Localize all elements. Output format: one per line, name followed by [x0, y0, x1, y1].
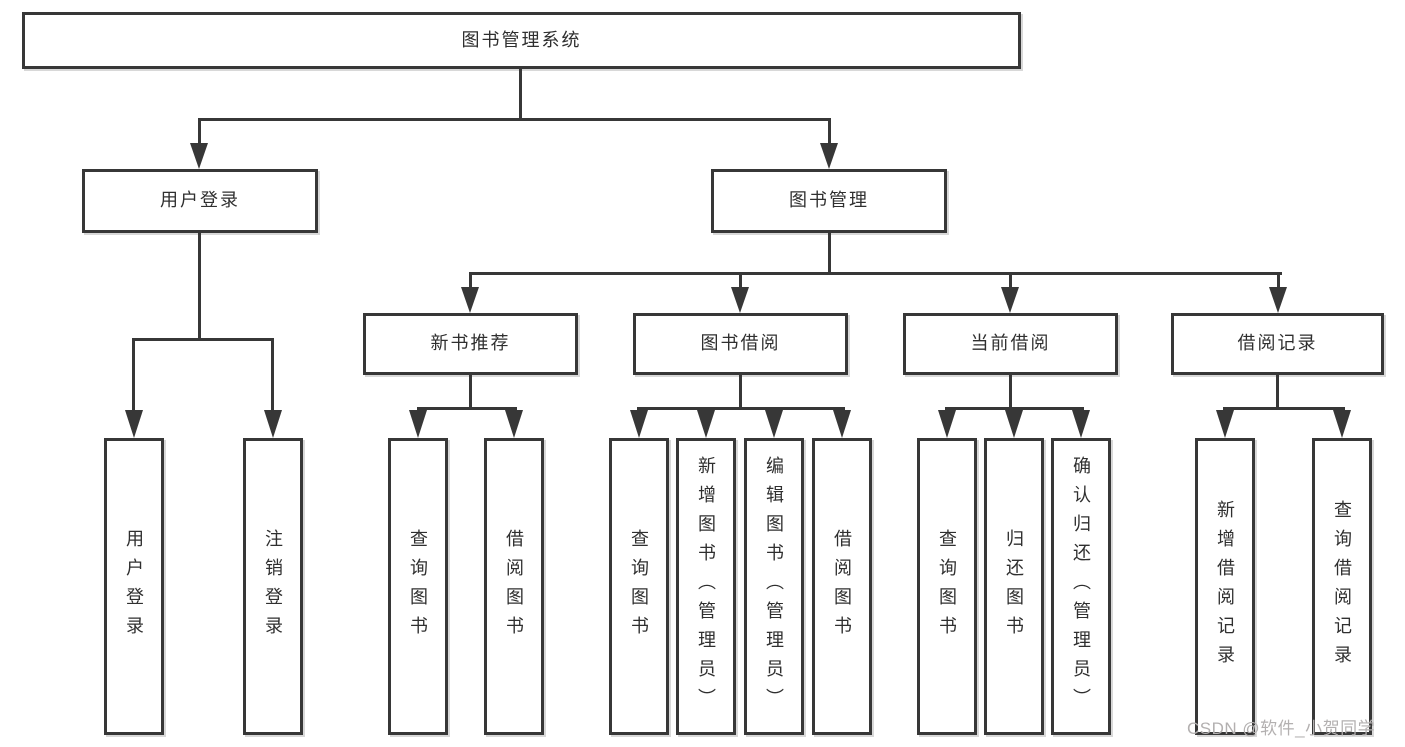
connector-trunk — [739, 375, 742, 410]
node-user-login: 用户登录 — [82, 169, 318, 233]
node-borrow-books-1: 借阅图书 — [484, 438, 544, 735]
node-new-book-recommendation: 新书推荐 — [363, 313, 578, 375]
arrowhead-down-icon — [820, 143, 838, 169]
arrowhead-down-icon — [697, 410, 715, 438]
node-label: 图书借阅 — [700, 333, 781, 354]
connector-split — [417, 407, 517, 410]
connector-drop — [1277, 272, 1280, 290]
node-label: 查询借阅记录 — [1332, 499, 1352, 674]
arrowhead-down-icon — [505, 410, 523, 438]
node-label: 查询图书 — [629, 528, 649, 645]
node-library-management-system: 图书管理系统 — [22, 12, 1021, 69]
arrowhead-down-icon — [1269, 287, 1287, 313]
connector-book-management-split — [469, 272, 1282, 275]
connector-drop — [1009, 272, 1012, 290]
arrowhead-down-icon — [461, 287, 479, 313]
connector-drop — [739, 272, 742, 290]
arrowhead-down-icon — [1001, 287, 1019, 313]
node-user-login-leaf: 用户登录 — [104, 438, 164, 735]
node-add-book-admin: 新增图书（管理员） — [676, 438, 736, 735]
arrowhead-down-icon — [409, 410, 427, 438]
node-label: 用户登录 — [160, 190, 240, 211]
node-label: 编辑图书（管理员） — [764, 456, 784, 717]
arrowhead-down-icon — [1333, 410, 1351, 438]
arrowhead-down-icon — [190, 143, 208, 169]
node-add-borrow-record: 新增借阅记录 — [1195, 438, 1255, 735]
node-borrowing-records: 借阅记录 — [1171, 313, 1384, 375]
connector-drop — [198, 118, 201, 146]
connector-drop — [132, 338, 135, 412]
node-return-book: 归还图书 — [984, 438, 1044, 735]
connector-trunk — [469, 375, 472, 410]
arrowhead-down-icon — [630, 410, 648, 438]
node-query-books-1: 查询图书 — [388, 438, 448, 735]
connector-trunk — [1276, 375, 1279, 410]
node-logout: 注销登录 — [243, 438, 303, 735]
watermark-text: CSDN @软件_小贺同学 — [1187, 719, 1376, 738]
node-edit-book-admin: 编辑图书（管理员） — [744, 438, 804, 735]
node-query-books-2: 查询图书 — [609, 438, 669, 735]
arrowhead-down-icon — [264, 410, 282, 438]
node-label: 注销登录 — [263, 528, 283, 645]
arrowhead-down-icon — [938, 410, 956, 438]
arrowhead-down-icon — [1072, 410, 1090, 438]
node-label: 新增图书（管理员） — [696, 456, 716, 717]
node-query-books-3: 查询图书 — [917, 438, 977, 735]
node-label: 借阅图书 — [504, 528, 524, 645]
connector-split — [637, 407, 845, 410]
arrowhead-down-icon — [1005, 410, 1023, 438]
connector-root-split — [198, 118, 831, 121]
node-label: 新增借阅记录 — [1215, 499, 1235, 674]
node-label: 当前借阅 — [970, 333, 1051, 354]
node-current-borrowing: 当前借阅 — [903, 313, 1118, 375]
node-label: 用户登录 — [124, 528, 144, 645]
connector-split — [1223, 407, 1345, 410]
arrowhead-down-icon — [833, 410, 851, 438]
connector-book-management-trunk — [828, 233, 831, 275]
node-borrow-books-2: 借阅图书 — [812, 438, 872, 735]
connector-drop — [469, 272, 472, 290]
arrowhead-down-icon — [731, 287, 749, 313]
node-label: 新书推荐 — [430, 333, 511, 354]
node-label: 借阅图书 — [832, 528, 852, 645]
arrowhead-down-icon — [125, 410, 143, 438]
node-label: 确认归还（管理员） — [1071, 456, 1091, 717]
node-label: 图书管理 — [789, 190, 869, 211]
arrowhead-down-icon — [765, 410, 783, 438]
connector-user-login-trunk — [198, 233, 201, 340]
connector-drop — [271, 338, 274, 412]
connector-split — [945, 407, 1084, 410]
node-label: 查询图书 — [937, 528, 957, 645]
node-query-borrow-record: 查询借阅记录 — [1312, 438, 1372, 735]
node-confirm-return-admin: 确认归还（管理员） — [1051, 438, 1111, 735]
node-label: 图书管理系统 — [461, 29, 582, 50]
node-label: 归还图书 — [1004, 528, 1024, 645]
node-book-borrowing: 图书借阅 — [633, 313, 848, 375]
arrowhead-down-icon — [1216, 410, 1234, 438]
node-label: 查询图书 — [408, 528, 428, 645]
node-label: 借阅记录 — [1237, 333, 1318, 354]
connector-drop — [828, 118, 831, 146]
node-book-management: 图书管理 — [711, 169, 947, 233]
connector-root-trunk — [519, 69, 522, 121]
connector-user-login-split — [132, 338, 274, 341]
connector-trunk — [1009, 375, 1012, 410]
